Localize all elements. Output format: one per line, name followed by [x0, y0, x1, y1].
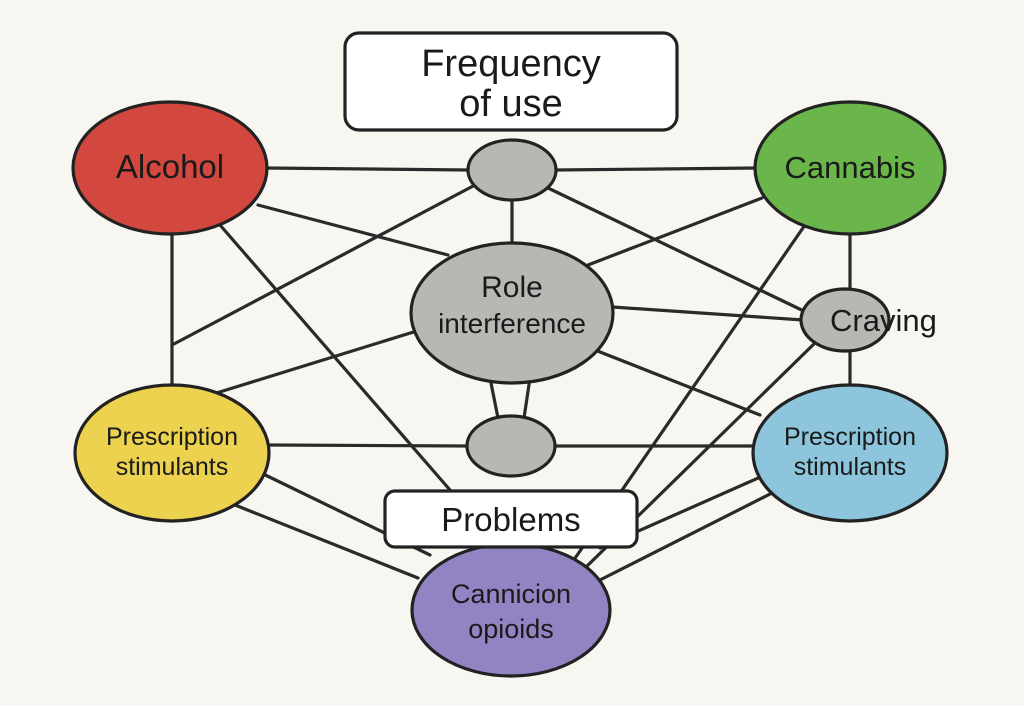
edge-role-stim-left: [208, 328, 422, 397]
craving-label: Craving: [830, 303, 937, 338]
cannabis-node: Cannabis: [753, 100, 947, 236]
opioids-line2: opioids: [468, 614, 554, 644]
edge-hub-top-craving: [546, 186, 814, 317]
frequency-of-use-box: Frequency of use: [343, 31, 679, 132]
edge-hub-top-cannabis: [554, 166, 759, 172]
hub-node-top: [466, 138, 558, 202]
edge-role-hub-bottom-b: [522, 376, 532, 420]
edge-stim-left-opioids: [233, 503, 420, 580]
prescription-stimulants-left-line2: stimulants: [116, 453, 229, 481]
role-interference-line1: Role: [481, 271, 543, 304]
edge-role-craving: [596, 304, 805, 322]
opioids-line1: Cannicion: [451, 579, 571, 609]
alcohol-label: Alcohol: [116, 148, 224, 185]
alcohol-node: Alcohol: [71, 100, 269, 236]
problems-box: Problems: [383, 489, 639, 549]
prescription-stimulants-left-line1: Prescription: [106, 423, 238, 451]
problems-label: Problems: [441, 501, 580, 538]
hub-node-bottom: [465, 414, 557, 478]
edge-stim-left-hub-bottom: [266, 443, 470, 448]
prescription-stimulants-left-node: Prescription stimulants: [73, 383, 271, 523]
cannabis-label: Cannabis: [785, 150, 916, 185]
edge-role-hub-bottom-a: [488, 376, 500, 420]
edge-hub-top-left-branch: [170, 183, 477, 347]
prescription-stimulants-right-line1: Prescription: [784, 423, 916, 451]
prescription-stimulants-right-node: Prescription stimulants: [751, 383, 949, 523]
edge-alcohol-role: [256, 203, 450, 257]
prescription-stimulants-right-line2: stimulants: [794, 453, 907, 481]
edge-alcohol-hub-top: [263, 166, 470, 172]
role-interference-line2: interference: [438, 308, 586, 339]
opioids-node: Cannicion opioids: [410, 542, 612, 678]
edge-cannabis-role: [586, 196, 764, 267]
craving-node: Craving: [799, 287, 937, 353]
edge-stim-right-opioids: [598, 488, 780, 582]
frequency-of-use-line2: of use: [459, 83, 563, 125]
edge-role-stim-right: [593, 348, 762, 417]
role-interference-node: Role interference: [409, 241, 615, 385]
frequency-of-use-line1: Frequency: [421, 43, 601, 85]
